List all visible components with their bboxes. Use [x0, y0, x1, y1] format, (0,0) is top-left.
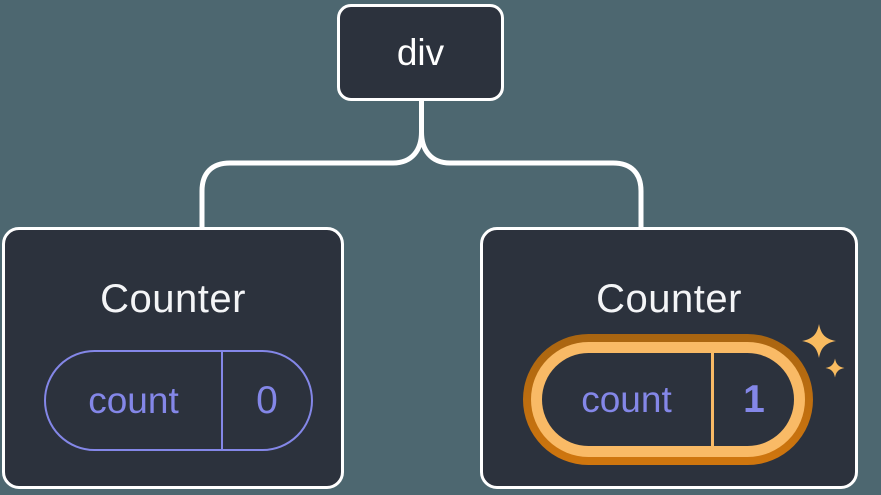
state-value: 0 — [256, 378, 278, 422]
connector-left-branch — [199, 100, 424, 229]
state-pill-highlight-ring: count 1 — [523, 334, 813, 465]
sparkle-small — [825, 358, 845, 378]
state-pill: count 1 — [542, 353, 794, 446]
state-key-label: count — [88, 379, 179, 421]
card-title: Counter — [100, 277, 246, 321]
root-node: div — [337, 4, 504, 101]
state-value: 1 — [743, 377, 765, 421]
card-title: Counter — [596, 277, 742, 321]
sparkle-large — [802, 324, 836, 358]
pill-divider — [711, 353, 714, 446]
state-pill: count 0 — [44, 350, 313, 451]
pill-divider — [221, 352, 223, 449]
state-pill-gold-ring: count 1 — [531, 342, 805, 457]
state-key-label: count — [581, 378, 672, 420]
counter-card-left: Counter count 0 — [2, 227, 344, 489]
connector-right-branch — [419, 100, 644, 229]
root-node-label: div — [396, 31, 445, 73]
counter-card-right: Counter count 1 — [480, 227, 858, 489]
